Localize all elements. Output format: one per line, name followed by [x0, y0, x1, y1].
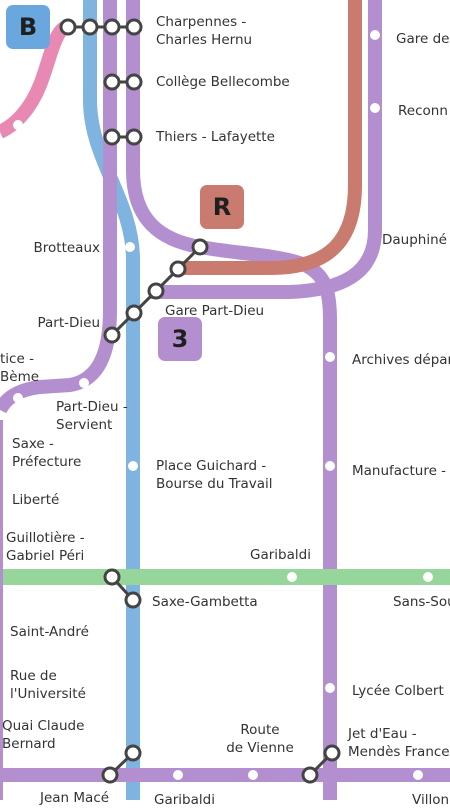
- station-jean-mace-node-2[interactable]: [101, 766, 119, 784]
- station-thiers-node-1[interactable]: [103, 128, 121, 146]
- station-label-rue-universite: Rue de l'Université: [10, 668, 86, 702]
- station-thiers-node-2[interactable]: [125, 128, 143, 146]
- station-label-liberte: Liberté: [12, 492, 60, 508]
- station-label-manufacture: Manufacture -: [352, 463, 447, 479]
- stop-manufacture[interactable]: [325, 461, 335, 471]
- line-3-badge[interactable]: 3: [158, 317, 202, 361]
- stop-tice-left[interactable]: [13, 393, 23, 403]
- station-label-part-dieu: Part-Dieu: [37, 315, 100, 331]
- stop-brotteaux[interactable]: [125, 242, 135, 252]
- line-b-pink-track: [0, 20, 70, 139]
- station-label-thiers: Thiers - Lafayette: [156, 129, 275, 145]
- stop-route-vienne[interactable]: [248, 770, 258, 780]
- station-label-villon: Villon: [412, 792, 450, 808]
- stop-gare-de[interactable]: [370, 30, 380, 40]
- station-gare-part-dieu-node-2[interactable]: [169, 260, 187, 278]
- stop-reconn[interactable]: [370, 103, 380, 113]
- station-label-bellecombe: Collège Bellecombe: [156, 74, 290, 90]
- station-label-sans-sou: Sans-Sou: [393, 594, 450, 610]
- station-gare-part-dieu-node-3[interactable]: [147, 282, 165, 300]
- stop-sans-sou[interactable]: [423, 572, 433, 582]
- line-r-badge[interactable]: R: [200, 185, 244, 229]
- station-jet-deau-node-1[interactable]: [323, 744, 341, 762]
- station-bellecombe-node-2[interactable]: [125, 73, 143, 91]
- stop-villon[interactable]: [413, 770, 423, 780]
- stop-b-pink[interactable]: [13, 120, 23, 130]
- station-label-charpennes: Charpennes - Charles Hernu: [156, 14, 253, 48]
- station-saxe-gambetta-node[interactable]: [124, 591, 142, 609]
- stop-place-guichard[interactable]: [128, 461, 138, 471]
- station-label-tice: tice - Bème: [0, 351, 40, 385]
- tram-purple-track-2: [126, 0, 337, 800]
- station-jet-deau-node-2[interactable]: [301, 766, 319, 784]
- station-label-dauphine: Dauphiné: [382, 232, 447, 248]
- tram-purple-track-3: [150, 0, 382, 299]
- station-part-dieu-node[interactable]: [103, 326, 121, 344]
- stop-lycee-colbert[interactable]: [325, 683, 335, 693]
- station-jean-mace-node-1[interactable]: [124, 744, 142, 762]
- stop-garibaldi-bottom[interactable]: [173, 770, 183, 780]
- station-label-place-guichard: Place Guichard - Bourse du Travail: [156, 458, 273, 492]
- station-label-jean-mace: Jean Macé: [40, 790, 110, 806]
- station-label-brotteaux: Brotteaux: [33, 240, 101, 256]
- line-b-badge[interactable]: B: [6, 5, 50, 49]
- station-label-gare-part-dieu: Gare Part-Dieu: [165, 303, 265, 319]
- station-label-gare-de: Gare de: [396, 31, 450, 47]
- station-label-reconn: Reconn: [398, 103, 448, 119]
- station-label-route-vienne: Route de Vienne: [226, 722, 294, 756]
- station-label-archives: Archives dépar: [352, 352, 450, 368]
- station-label-jet-deau: Jet d'Eau - Mendès France: [348, 726, 450, 760]
- stop-garibaldi[interactable]: [287, 572, 297, 582]
- station-charpennes-purple-node-1[interactable]: [103, 18, 121, 36]
- station-guillotiere-node[interactable]: [103, 568, 121, 586]
- station-charpennes-pink-node[interactable]: [59, 18, 77, 36]
- station-label-garibaldi-bottom: Garibaldi: [154, 792, 215, 808]
- station-label-saint-andre: Saint-André: [10, 624, 89, 640]
- station-gare-part-dieu-node-1[interactable]: [191, 238, 209, 256]
- stop-dauphine[interactable]: [355, 232, 365, 242]
- station-charpennes-blue-node[interactable]: [81, 18, 99, 36]
- station-label-garibaldi: Garibaldi: [250, 547, 311, 563]
- station-label-saxe-gambetta: Saxe-Gambetta: [152, 594, 258, 610]
- station-label-saxe-prefecture: Saxe - Préfecture: [12, 436, 82, 470]
- station-label-lycee-colbert: Lycée Colbert: [352, 683, 444, 699]
- tram-r-track: [175, 0, 362, 275]
- station-charpennes-purple-node-2[interactable]: [125, 18, 143, 36]
- station-label-quai-claude: Quai Claude Bernard: [2, 718, 85, 752]
- station-bellecombe-node-1[interactable]: [103, 73, 121, 91]
- station-gare-part-dieu-node-4[interactable]: [125, 304, 143, 322]
- stop-tice[interactable]: [79, 378, 89, 388]
- station-label-part-dieu-servient: Part-Dieu - Servient: [56, 399, 128, 433]
- station-label-guillotiere: Guillotière - Gabriel Péri: [6, 530, 85, 564]
- stop-archives[interactable]: [325, 352, 335, 362]
